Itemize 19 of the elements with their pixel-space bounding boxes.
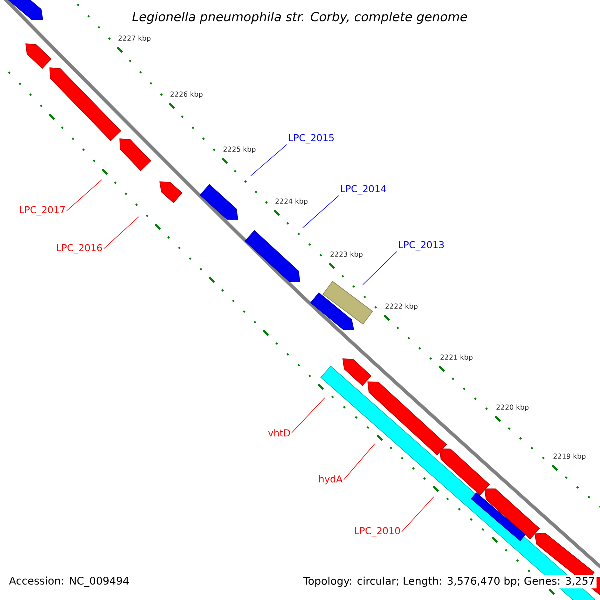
- gene-label: LPC_2016: [57, 244, 102, 254]
- leader-line: [292, 398, 326, 434]
- leader-line: [402, 496, 434, 532]
- gene-label: LPC_2013: [399, 241, 444, 251]
- gene-label: vhtD: [268, 429, 290, 437]
- gene-label: hydA: [320, 475, 343, 485]
- gene-label: LPC_2017: [20, 206, 65, 216]
- gene-label: LPC_2014: [341, 185, 386, 195]
- leader-line: [344, 444, 376, 480]
- title: Legionella pneumophila str. Corby, complete genome: [132, 12, 468, 24]
- leader-line: [250, 144, 288, 176]
- leader-line: [104, 216, 140, 250]
- accession-text: Accession: NC_009494: [9, 576, 130, 588]
- gene-label: LPC_2010: [355, 527, 400, 537]
- leader-line: [302, 196, 340, 228]
- gene-label: LPC_2015: [289, 134, 334, 144]
- leader-line: [66, 180, 102, 212]
- leader-line: [362, 252, 398, 286]
- genome-info-text: Topology: circular; Length: 3,576,470 bp; Genes: 3,257: [302, 575, 597, 589]
